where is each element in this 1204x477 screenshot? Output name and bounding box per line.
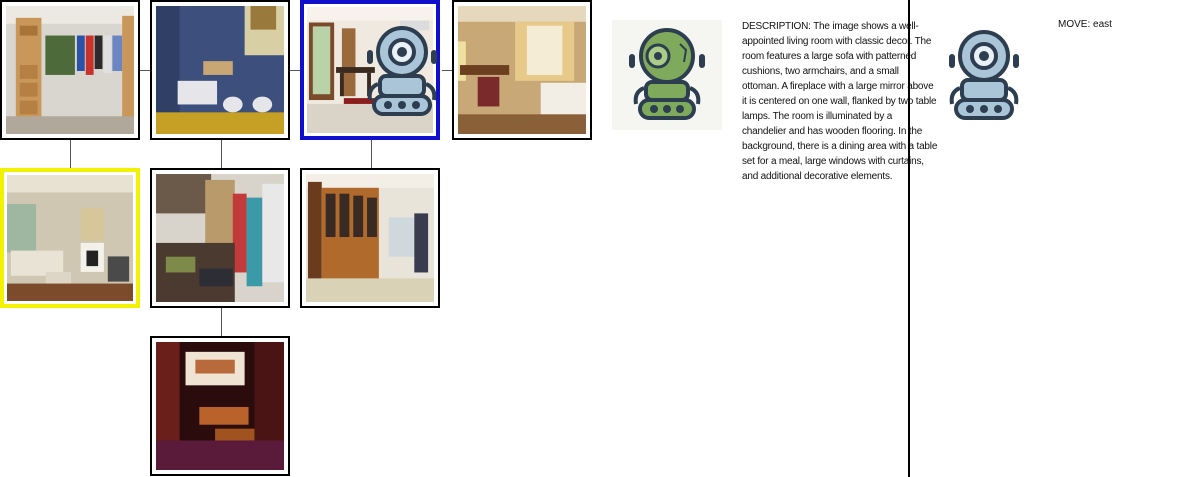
move-action-label: MOVE: east bbox=[1058, 19, 1112, 30]
room-photo-living-room bbox=[7, 175, 133, 301]
room-photo-messy-closet bbox=[156, 174, 284, 302]
scene-description: DESCRIPTION: The image shows a well-appo… bbox=[742, 21, 938, 182]
connector-h3 bbox=[442, 70, 454, 71]
connector-v4 bbox=[221, 308, 222, 336]
room-photo-wardrobe-room bbox=[306, 174, 434, 302]
agent-robot-on-map-icon bbox=[364, 26, 440, 118]
room-tile-living-room[interactable] bbox=[0, 168, 140, 308]
room-tile-wardrobe-room[interactable] bbox=[300, 168, 440, 308]
room-tile-bedroom[interactable] bbox=[452, 0, 592, 140]
room-tile-closet[interactable] bbox=[0, 0, 140, 140]
room-tile-home-theater[interactable] bbox=[150, 336, 290, 476]
agent-card bbox=[612, 20, 722, 130]
connector-h1 bbox=[140, 70, 152, 71]
connector-v1 bbox=[70, 140, 71, 168]
green-robot-icon bbox=[629, 28, 705, 120]
connector-h2 bbox=[290, 70, 302, 71]
robot-icon bbox=[946, 30, 1022, 122]
connector-v2 bbox=[221, 140, 222, 168]
room-tile-messy-closet[interactable] bbox=[150, 168, 290, 308]
room-tile-bathroom[interactable] bbox=[150, 0, 290, 140]
connector-v3 bbox=[371, 140, 372, 168]
room-map bbox=[0, 0, 600, 477]
room-photo-bedroom bbox=[458, 6, 586, 134]
room-photo-closet bbox=[6, 6, 134, 134]
panel-divider bbox=[908, 0, 910, 477]
room-photo-bathroom bbox=[156, 6, 284, 134]
room-photo-home-theater bbox=[156, 342, 284, 470]
